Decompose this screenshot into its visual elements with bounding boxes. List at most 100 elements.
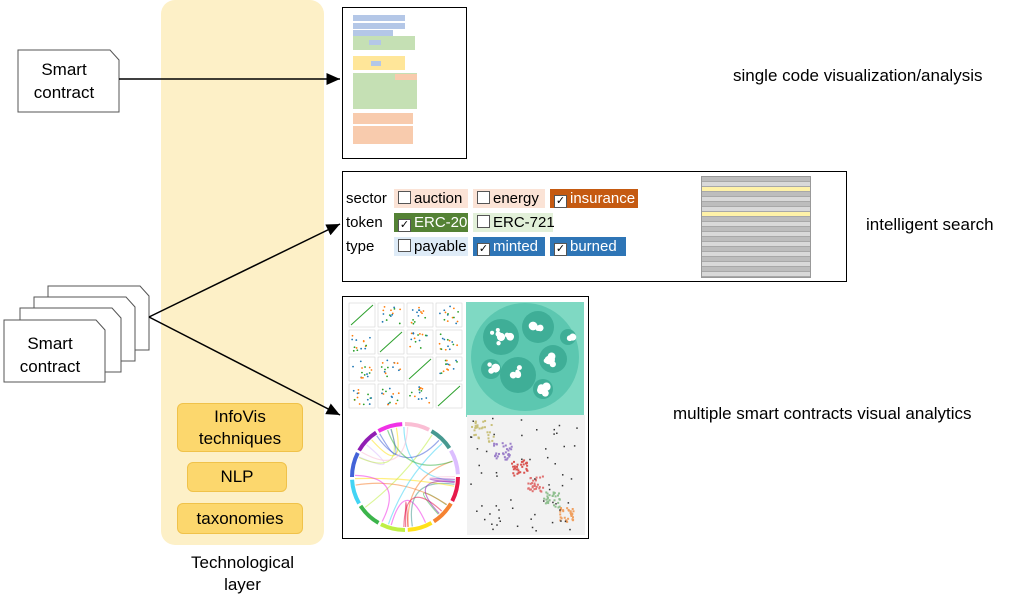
result-row[interactable]: [702, 262, 810, 267]
result-row[interactable]: [702, 177, 810, 182]
matrix-cell: [507, 453, 510, 456]
scatter-point: [359, 360, 362, 363]
matrix-sparse-cell: [545, 448, 547, 450]
result-row[interactable]: [702, 247, 810, 252]
result-row[interactable]: [702, 272, 810, 277]
result-row[interactable]: [702, 252, 810, 257]
matrix-sparse-cell: [556, 432, 558, 435]
checkbox-checked-icon[interactable]: ✓: [554, 243, 567, 256]
result-row[interactable]: [702, 242, 810, 247]
checkbox-unchecked-icon[interactable]: [477, 215, 490, 228]
matrix-sparse-cell: [472, 420, 474, 422]
checkbox-unchecked-icon[interactable]: [398, 239, 411, 252]
matrix-cell: [570, 515, 573, 518]
result-row[interactable]: [702, 187, 810, 192]
scatter-point: [365, 344, 368, 347]
search-results-list[interactable]: [701, 176, 811, 278]
chord-arc: [380, 522, 405, 532]
scatter-point: [418, 386, 421, 388]
matrix-cell: [516, 463, 519, 466]
result-row[interactable]: [702, 222, 810, 227]
matrix-cell: [572, 510, 575, 513]
scatter-point: [451, 316, 454, 319]
matrix-sparse-cell: [470, 483, 472, 485]
matrix-cell: [533, 488, 536, 491]
scatter-point: [352, 365, 354, 368]
chord-ribbon: [429, 478, 455, 484]
result-row[interactable]: [702, 182, 810, 187]
result-row[interactable]: [702, 197, 810, 202]
matrix-cell: [522, 463, 525, 466]
matrix-cell: [563, 516, 566, 519]
token-erc20-chip[interactable]: ✓ERC-20: [394, 213, 468, 232]
sector-insurance-chip[interactable]: ✓insurance: [550, 189, 638, 208]
matrix-cell: [481, 426, 484, 429]
result-row[interactable]: [702, 277, 810, 278]
checkbox-checked-icon[interactable]: ✓: [477, 243, 490, 256]
type-payable-chip[interactable]: payable: [394, 237, 468, 256]
result-row[interactable]: [702, 227, 810, 232]
scatter-point: [449, 305, 451, 308]
single-code-panel: [342, 7, 467, 159]
type-minted-chip[interactable]: ✓minted: [473, 237, 545, 256]
scatter-point: [391, 312, 394, 315]
matrix-cell: [474, 421, 477, 424]
checkbox-unchecked-icon[interactable]: [477, 191, 490, 204]
scatter-point: [352, 389, 355, 392]
sector-energy-chip[interactable]: energy: [473, 189, 545, 208]
result-row[interactable]: [702, 257, 810, 262]
matrix-cell: [506, 457, 509, 460]
technique-nlp[interactable]: NLP: [187, 462, 287, 492]
result-row[interactable]: [702, 237, 810, 242]
matrix-cell: [523, 471, 526, 474]
scatter-point: [382, 309, 385, 312]
result-row[interactable]: [702, 212, 810, 217]
packing-leaf: [549, 361, 556, 368]
matrix-sparse-cell: [576, 427, 578, 429]
technique-infovis[interactable]: InfoVis techniques: [177, 403, 303, 452]
result-row[interactable]: [702, 232, 810, 237]
matrix-sparse-cell: [560, 520, 562, 522]
result-row[interactable]: [702, 202, 810, 207]
checkbox-checked-icon[interactable]: ✓: [398, 219, 411, 232]
result-row[interactable]: [702, 267, 810, 272]
desc-single-code: single code visualization/analysis: [733, 66, 983, 85]
matrix-cell: [559, 516, 562, 519]
result-row[interactable]: [702, 207, 810, 212]
matrix-sparse-cell: [543, 500, 545, 502]
checkbox-unchecked-icon[interactable]: [398, 191, 411, 204]
scatter-diagonal: [437, 385, 461, 407]
scatter-point: [388, 314, 391, 317]
matrix-cell: [557, 506, 560, 509]
arrow-search: [148, 223, 341, 318]
matrix-cell: [558, 492, 561, 495]
scatter-point: [388, 387, 391, 390]
scatter-point: [370, 397, 373, 399]
matrix-sparse-cell: [558, 424, 561, 427]
scatter-point: [441, 337, 444, 340]
matrix-cell: [558, 505, 561, 508]
matrix-sparse-cell: [489, 513, 491, 515]
checkbox-checked-icon[interactable]: ✓: [554, 195, 567, 208]
code-block-blue-1: [353, 15, 405, 21]
scatter-point: [456, 344, 459, 347]
matrix-sparse-cell: [492, 417, 494, 420]
technique-taxonomies[interactable]: taxonomies: [177, 503, 303, 534]
result-row[interactable]: [702, 217, 810, 222]
scatter-point: [443, 318, 446, 321]
result-row[interactable]: [702, 192, 810, 197]
sector-auction-chip[interactable]: auction: [394, 189, 468, 208]
token-erc721-chip[interactable]: ERC-721: [473, 213, 555, 232]
matrix-cell: [531, 486, 534, 489]
scatter-point: [456, 320, 459, 323]
matrix-cell: [569, 511, 572, 514]
scatter-point: [351, 338, 354, 341]
type-burned-chip[interactable]: ✓burned: [550, 237, 626, 256]
matrix-cell: [508, 455, 511, 458]
matrix-cell: [505, 458, 508, 461]
scatter-point: [369, 336, 371, 339]
matrix-cell: [536, 483, 539, 486]
scatter-point: [421, 387, 424, 390]
sector-insurance-label: insurance: [570, 190, 636, 207]
